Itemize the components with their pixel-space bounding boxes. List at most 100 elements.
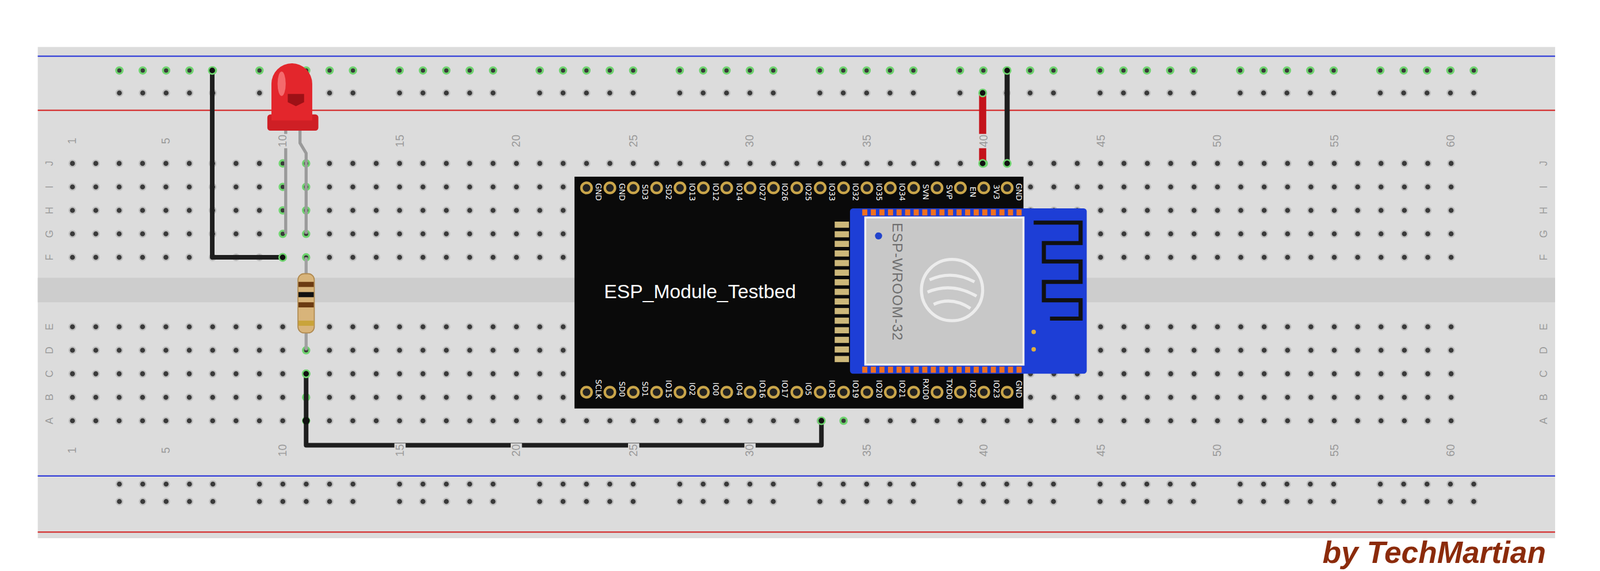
- breadboard-hole: [1283, 89, 1291, 97]
- breadboard-hole: [162, 207, 170, 214]
- column-number: 55: [1328, 442, 1341, 458]
- breadboard-hole: [419, 323, 427, 330]
- breadboard-hole: [1424, 323, 1431, 330]
- row-letter: G: [1539, 228, 1550, 239]
- breadboard-hole: [560, 230, 567, 237]
- breadboard-hole: [1214, 370, 1221, 377]
- breadboard-hole: [232, 159, 240, 167]
- breadboard-hole: [396, 67, 403, 74]
- breadboard-hole: [1260, 67, 1268, 74]
- breadboard-hole: [606, 89, 614, 97]
- breadboard-hole: [303, 480, 310, 487]
- breadboard-hole: [1377, 498, 1384, 505]
- breadboard-hole: [910, 498, 917, 505]
- breadboard-hole: [1214, 159, 1221, 167]
- breadboard-hole: [1424, 207, 1431, 214]
- breadboard-hole: [1191, 416, 1198, 424]
- breadboard-hole: [396, 498, 403, 505]
- breadboard-hole: [1191, 254, 1198, 261]
- module-pad: [879, 366, 885, 373]
- breadboard-hole: [443, 207, 450, 214]
- module-pad: [965, 209, 971, 216]
- breadboard-hole: [1166, 67, 1174, 74]
- pin-name: IO34: [898, 181, 906, 202]
- breadboard-hole: [443, 67, 450, 74]
- breadboard-hole: [139, 67, 147, 74]
- breadboard-hole: [1354, 254, 1361, 261]
- pin-name: IO13: [687, 181, 696, 202]
- breadboard-hole: [1448, 370, 1455, 377]
- header-pin: [744, 182, 756, 194]
- breadboard-hole: [326, 67, 333, 74]
- breadboard-hole: [1167, 416, 1174, 424]
- breadboard-hole: [1424, 480, 1431, 487]
- breadboard-hole: [209, 498, 217, 505]
- header-pin: [605, 182, 616, 194]
- breadboard-hole: [349, 370, 357, 377]
- esp-testbed-board: ESP-WROOM-32ESP_Module_Testbed: [574, 176, 1024, 409]
- breadboard-hole: [1167, 230, 1174, 237]
- breadboard-hole: [1378, 254, 1385, 261]
- breadboard-hole: [326, 159, 333, 167]
- breadboard-hole: [629, 498, 637, 505]
- breadboard-hole: [419, 393, 427, 401]
- resistor-band: [298, 291, 315, 297]
- breadboard-hole: [116, 89, 123, 97]
- row-letter: G: [44, 228, 56, 239]
- breadboard-hole: [746, 498, 753, 505]
- breadboard-hole: [490, 346, 497, 354]
- breadboard-hole: [699, 498, 707, 505]
- breadboard-hole: [840, 416, 847, 424]
- breadboard-hole: [116, 393, 123, 401]
- breadboard-hole: [349, 393, 357, 401]
- breadboard-hole: [1096, 480, 1104, 487]
- breadboard-hole: [1261, 393, 1268, 401]
- breadboard-hole: [92, 323, 99, 330]
- breadboard-hole: [466, 183, 473, 190]
- breadboard-hole: [256, 183, 263, 190]
- header-pin: [862, 386, 873, 397]
- module-pad: [947, 209, 953, 216]
- breadboard-hole: [1448, 393, 1455, 401]
- breadboard-hole: [443, 393, 450, 401]
- breadboard-hole: [1307, 393, 1315, 401]
- breadboard-hole: [419, 498, 427, 505]
- breadboard-hole: [1470, 89, 1477, 97]
- breadboard-hole: [770, 480, 777, 487]
- module-pad: [990, 366, 997, 373]
- header-pin: [1001, 386, 1013, 397]
- breadboard-hole: [606, 498, 614, 505]
- header-pin: [768, 182, 779, 194]
- header-pin: [581, 386, 592, 397]
- breadboard-hole: [419, 159, 427, 167]
- breadboard-hole: [162, 254, 170, 261]
- header-pin: [931, 386, 943, 397]
- breadboard-hole: [1120, 498, 1127, 505]
- breadboard-hole: [1307, 480, 1314, 487]
- breadboard-hole: [1307, 346, 1315, 354]
- breadboard-hole: [980, 67, 987, 74]
- breadboard-hole: [1330, 498, 1337, 505]
- breadboard-hole: [583, 89, 590, 97]
- breadboard-hole: [863, 89, 870, 97]
- breadboard-hole: [1448, 183, 1455, 190]
- breadboard-hole: [747, 416, 754, 424]
- header-pin: [698, 386, 709, 397]
- breadboard-hole: [1027, 67, 1034, 74]
- breadboard-hole: [1330, 254, 1338, 261]
- breadboard-hole: [1377, 89, 1384, 97]
- breadboard-hole: [396, 416, 403, 424]
- breadboard-hole: [1191, 230, 1198, 237]
- breadboard-hole: [1401, 346, 1408, 354]
- breadboard-hole: [1097, 183, 1104, 190]
- breadboard-hole: [1330, 480, 1337, 487]
- breadboard-hole: [536, 67, 543, 74]
- breadboard-hole: [139, 254, 146, 261]
- breadboard-hole: [303, 370, 310, 377]
- breadboard-hole: [560, 89, 567, 97]
- breadboard-hole: [723, 416, 730, 424]
- breadboard-hole: [466, 230, 473, 237]
- breadboard-hole: [560, 416, 567, 424]
- breadboard-hole: [69, 230, 76, 237]
- header-pin: [698, 182, 709, 194]
